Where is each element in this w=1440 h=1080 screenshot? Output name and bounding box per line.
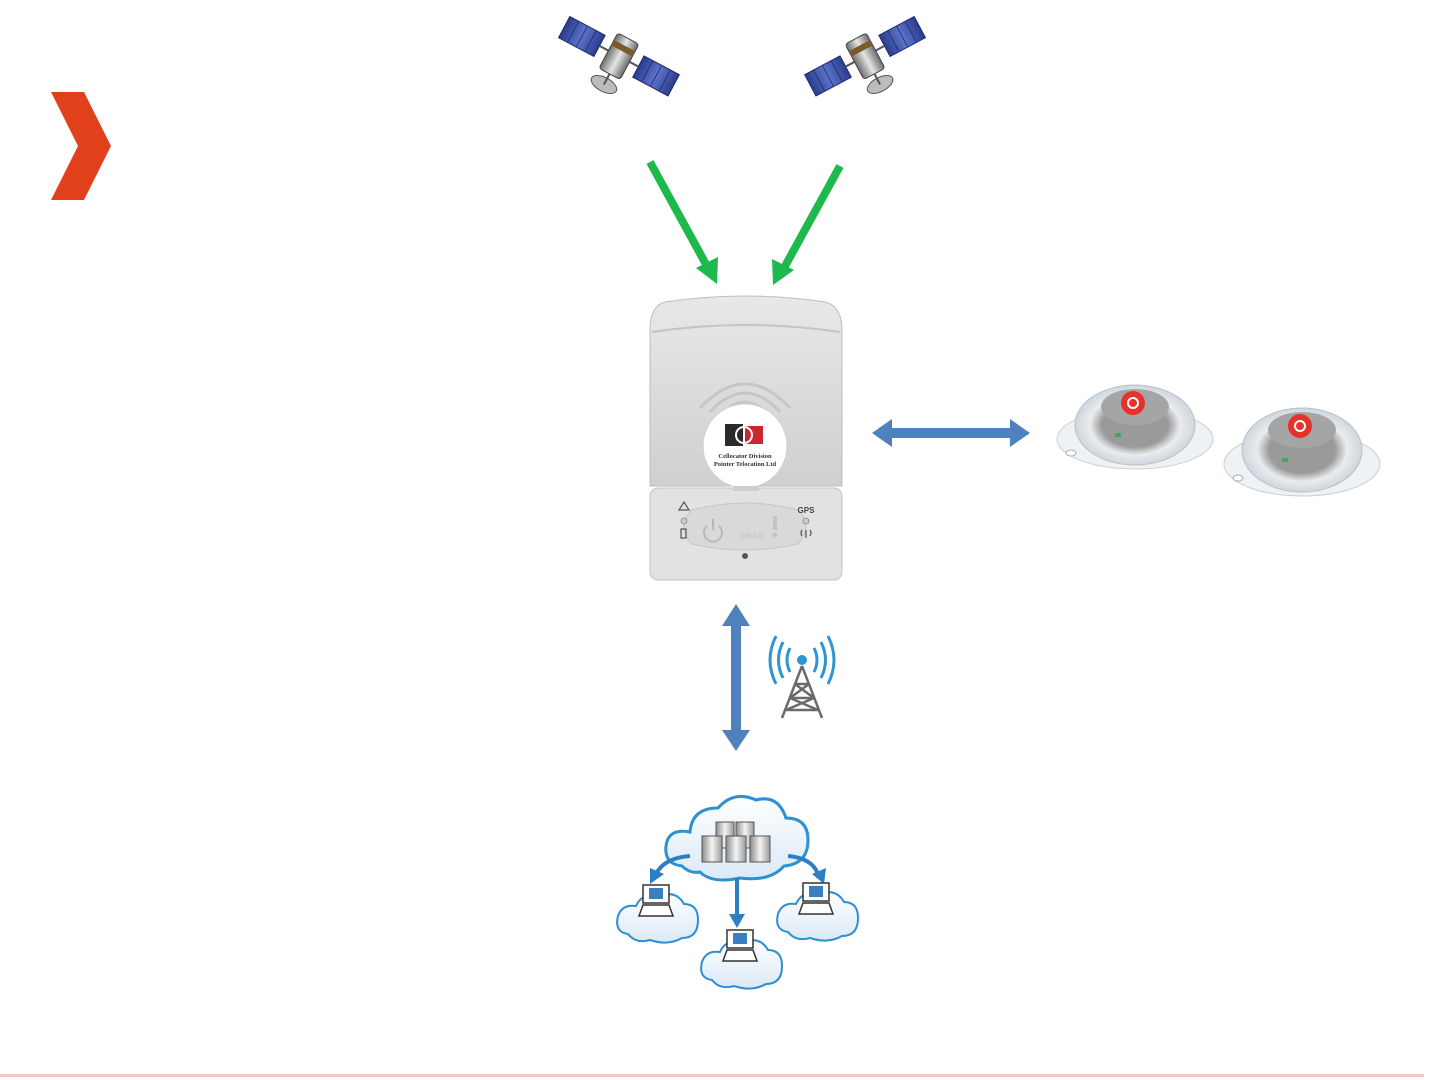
alert-icon [773,516,778,538]
cellular-link-arrow [722,604,750,751]
footer-rule [0,1074,1424,1077]
satellite-link-arrow-left [650,162,718,284]
sensor-link-arrow [872,419,1030,447]
device-label-line1: Cellocator Division [718,453,772,460]
laptop-icon [799,883,833,914]
satellite-link-arrow-right [772,166,840,285]
device-brand-mark: CELLO [740,533,764,540]
brand-chevron-icon [51,92,111,200]
tracking-device: Cellocator Division Pointer Telocation L… [650,296,842,580]
satellite-icon [801,9,938,119]
client-cloud-left [617,885,698,943]
device-label-badge [703,404,787,488]
gps-label: GPS [798,506,816,515]
cell-tower-icon [770,636,834,718]
device-reset-hole [742,553,748,559]
cloud-network-icon [617,796,858,988]
client-cloud-right [777,883,858,941]
laptop-icon [639,885,673,916]
client-cloud-center [701,930,782,989]
wireless-sensor-icon [1057,385,1213,469]
laptop-icon [723,930,757,961]
device-label-line2: Pointer Telocation Ltd [714,461,777,468]
wireless-sensor-icon [1224,408,1380,496]
satellite-icon [546,9,683,119]
